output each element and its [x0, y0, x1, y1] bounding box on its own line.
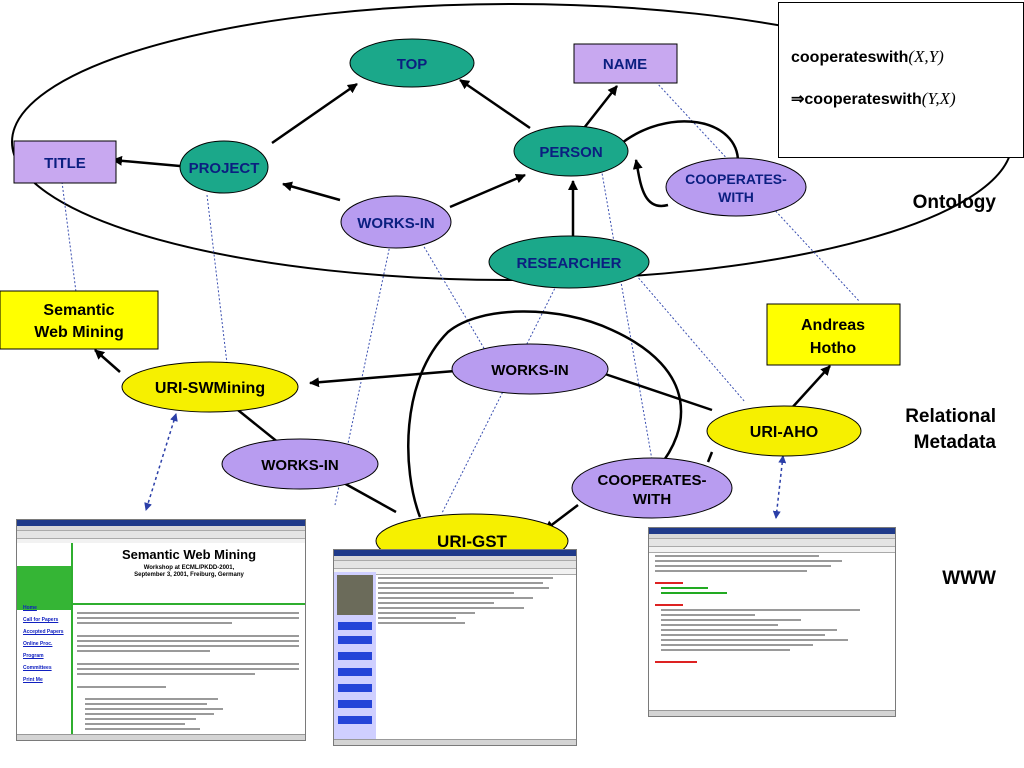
nav-button[interactable]	[338, 668, 372, 676]
rule-line-1: cooperateswith(X,Y)	[791, 47, 944, 66]
svg-text:COOPERATES-: COOPERATES-	[685, 171, 787, 187]
nav-button[interactable]	[338, 716, 372, 724]
label-www: WWW	[942, 568, 996, 589]
browser-address-bar	[334, 569, 576, 575]
nav-button[interactable]	[338, 636, 372, 644]
svg-text:WORKS-IN: WORKS-IN	[261, 457, 339, 474]
page-sidebar	[334, 572, 376, 739]
svg-text:PROJECT: PROJECT	[189, 160, 260, 177]
svg-text:PERSON: PERSON	[539, 144, 602, 161]
web-links	[144, 413, 787, 519]
svg-text:Hotho: Hotho	[810, 340, 856, 357]
browser-titlebar	[649, 528, 895, 534]
browser-address-bar	[649, 547, 895, 553]
node-works-in: WORKS-IN	[340, 195, 452, 249]
browser-menubar	[17, 526, 305, 531]
sidebar-banner	[17, 566, 71, 610]
page-subtitle: Workshop at ECML/PKDD-2001, September 3,…	[134, 565, 244, 578]
svg-text:Andreas: Andreas	[801, 317, 865, 334]
page-title: Semantic Web Mining	[121, 547, 257, 562]
nav-button[interactable]	[338, 684, 372, 692]
portrait-photo	[337, 575, 373, 615]
page-body-text	[77, 609, 299, 733]
node-uri-swmining: URI-SWMining	[121, 361, 299, 413]
literal-andreas-hotho: Andreas Hotho	[766, 303, 901, 366]
page-body-text	[378, 574, 572, 737]
nav-button[interactable]	[338, 700, 372, 708]
nav-link[interactable]: Program	[23, 653, 44, 659]
node-title: TITLE	[13, 140, 117, 184]
browser-toolbar	[649, 539, 895, 547]
metadata-relations	[94, 310, 831, 531]
nav-button[interactable]	[338, 622, 372, 630]
sidebar-nav: Home Call for Papers Accepted Papers Onl…	[23, 605, 69, 689]
literal-semantic-web-mining: Semantic Web Mining	[0, 290, 159, 350]
label-ontology: Ontology	[912, 192, 996, 213]
nav-button[interactable]	[338, 652, 372, 660]
browser-toolbar	[334, 561, 576, 569]
svg-text:WORKS-IN: WORKS-IN	[491, 362, 569, 379]
ontology-relations	[112, 78, 740, 238]
node-works-in-lower: WORKS-IN	[221, 438, 379, 490]
node-uri-aho: URI-AHO	[706, 405, 862, 457]
svg-text:WITH: WITH	[633, 491, 671, 508]
page-sidebar: Home Call for Papers Accepted Papers Onl…	[17, 543, 73, 734]
nav-link[interactable]: Committees	[23, 665, 52, 671]
svg-text:WORKS-IN: WORKS-IN	[357, 215, 435, 232]
label-relational-metadata: Relational Metadata	[905, 406, 996, 453]
page-header: Semantic Web Mining Workshop at ECML/PKD…	[73, 543, 305, 605]
svg-text:WITH: WITH	[718, 189, 754, 205]
svg-text:NAME: NAME	[603, 56, 647, 73]
svg-text:URI-GST: URI-GST	[437, 532, 508, 551]
webpage-swmining-screenshot: Home Call for Papers Accepted Papers Onl…	[16, 519, 306, 741]
node-top: TOP	[349, 38, 475, 88]
browser-statusbar	[334, 739, 576, 745]
page-body-text	[655, 552, 889, 708]
svg-text:RESEARCHER: RESEARCHER	[516, 255, 621, 272]
node-name: NAME	[573, 43, 678, 84]
browser-titlebar	[334, 550, 576, 556]
node-cooperates-with-instance: COOPERATES- WITH	[571, 457, 733, 519]
browser-titlebar	[17, 520, 305, 526]
rule-box: cooperateswith(X,Y) ⇒cooperateswith(Y,X)	[778, 2, 1024, 158]
svg-text:Semantic: Semantic	[43, 302, 114, 319]
svg-text:Web Mining: Web Mining	[34, 324, 123, 341]
node-person: PERSON	[513, 125, 629, 177]
browser-toolbar	[17, 531, 305, 539]
nav-link[interactable]: Online Proc.	[23, 641, 53, 647]
nav-link[interactable]: Print Me	[23, 677, 43, 683]
node-project: PROJECT	[179, 140, 269, 194]
browser-menubar	[649, 534, 895, 539]
browser-statusbar	[649, 710, 895, 716]
nav-link[interactable]: Accepted Papers	[23, 629, 64, 635]
svg-text:COOPERATES-: COOPERATES-	[598, 472, 707, 489]
browser-menubar	[334, 556, 576, 561]
svg-text:URI-AHO: URI-AHO	[750, 424, 818, 441]
browser-statusbar	[17, 734, 305, 740]
node-works-in-upper: WORKS-IN	[451, 343, 609, 395]
node-cooperates-with: COOPERATES- WITH	[665, 157, 807, 217]
rule-line-2: ⇒cooperateswith(Y,X)	[791, 89, 956, 108]
nav-link[interactable]: Call for Papers	[23, 617, 59, 623]
svg-text:URI-SWMining: URI-SWMining	[155, 380, 265, 397]
svg-text:TITLE: TITLE	[44, 155, 86, 172]
page-main: Semantic Web Mining Workshop at ECML/PKD…	[73, 543, 305, 734]
nav-link[interactable]: Home	[23, 605, 37, 611]
webpage-aho-screenshot	[648, 527, 896, 717]
webpage-gst-screenshot	[333, 549, 577, 746]
node-researcher: RESEARCHER	[488, 235, 650, 289]
svg-text:TOP: TOP	[397, 56, 428, 73]
